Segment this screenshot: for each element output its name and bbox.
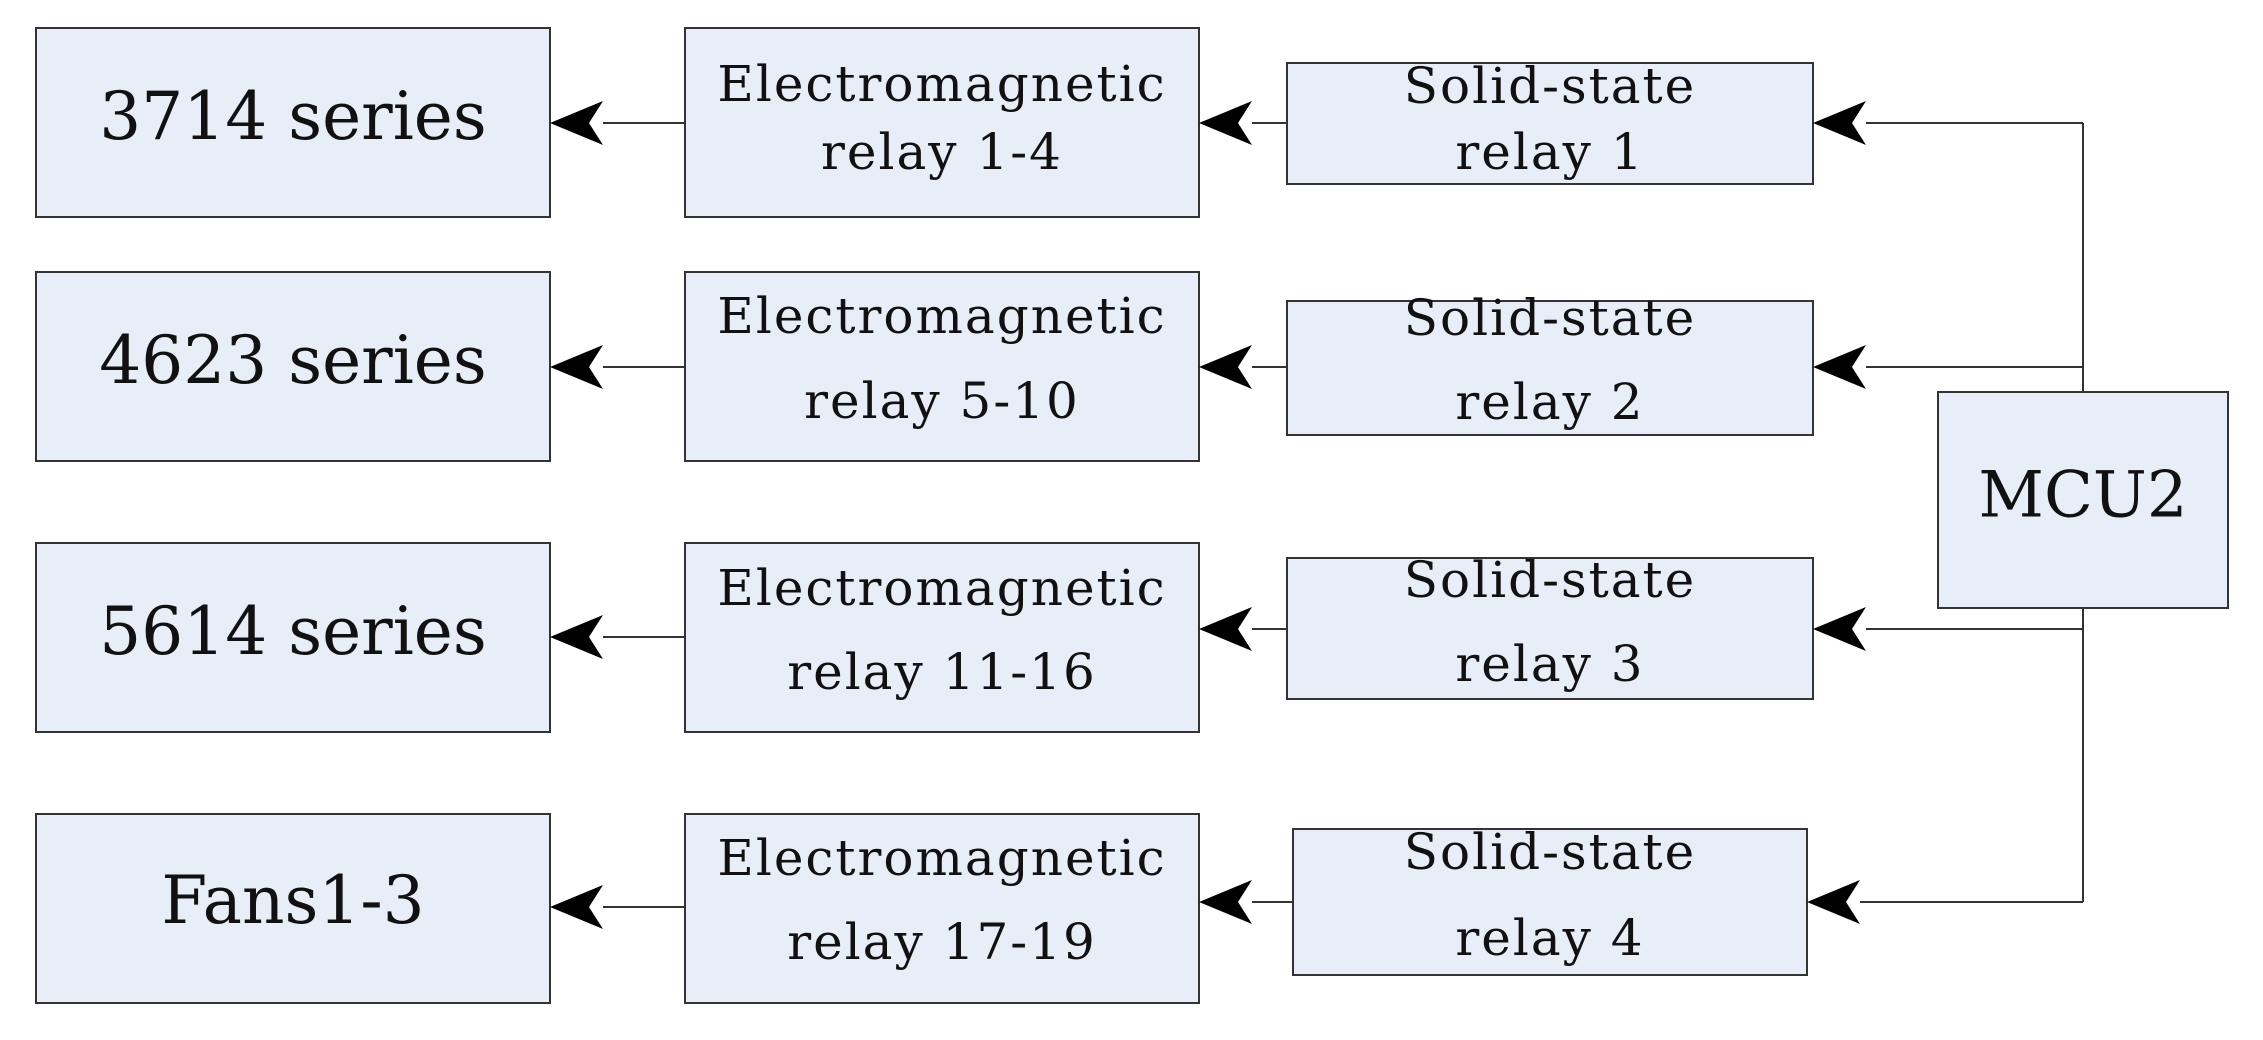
mcu-label: MCU2 — [1978, 459, 2187, 533]
ss-relay-label-line2: relay 3 — [1455, 635, 1644, 693]
ss-relay-label-line1: Solid-state — [1404, 289, 1696, 347]
ss-relay-box-1 — [1286, 62, 1814, 185]
ss-relay-box-3 — [1286, 557, 1814, 700]
arrowhead-icon — [1807, 880, 1860, 924]
arrowhead-icon — [1813, 607, 1866, 651]
row-3: 5614 series Electromagnetic relay 11-16 … — [35, 542, 2083, 733]
arrowhead-icon — [550, 101, 603, 145]
row-1: 3714 series Electromagnetic relay 1-4 So… — [35, 27, 2083, 218]
arrowhead-icon — [550, 615, 603, 659]
em-relay-box-5-10 — [684, 271, 1200, 462]
load-box-5614-series — [35, 542, 551, 733]
arrowhead-icon — [1199, 607, 1252, 651]
arrowhead-icon — [550, 885, 603, 929]
em-relay-label-line1: Electromagnetic — [717, 55, 1166, 113]
arrowhead-icon — [1813, 101, 1866, 145]
em-relay-label-line1: Electromagnetic — [717, 559, 1166, 617]
arrowhead-icon — [1813, 345, 1866, 389]
em-relay-label-line2: relay 17-19 — [787, 913, 1097, 971]
arrowhead-icon — [1199, 101, 1252, 145]
ss-relay-label-line2: relay 1 — [1455, 123, 1644, 181]
load-label: 4623 series — [99, 322, 486, 399]
arrowhead-icon — [1199, 880, 1252, 924]
row-2: 4623 series Electromagnetic relay 5-10 S… — [35, 271, 2083, 462]
ss-relay-box-2 — [1286, 300, 1814, 436]
em-relay-label-line1: Electromagnetic — [717, 287, 1166, 345]
em-relay-box-17-19 — [684, 813, 1200, 1004]
em-relay-label-line2: relay 11-16 — [787, 643, 1097, 701]
mcu-box — [1937, 391, 2229, 609]
em-relay-label-line1: Electromagnetic — [717, 829, 1166, 887]
ss-relay-label-line1: Solid-state — [1404, 823, 1696, 881]
em-relay-label-line2: relay 5-10 — [804, 372, 1080, 430]
load-box-3714-series — [35, 27, 551, 218]
arrowhead-icon — [550, 345, 603, 389]
ss-relay-label-line2: relay 2 — [1455, 373, 1644, 431]
mcu-block: MCU2 — [1937, 391, 2229, 609]
load-label: 3714 series — [99, 78, 486, 155]
load-label: 5614 series — [99, 593, 486, 670]
load-box-fans-1-3 — [35, 813, 551, 1004]
load-label: Fans1-3 — [161, 862, 424, 939]
em-relay-label-line2: relay 1-4 — [821, 123, 1063, 181]
em-relay-box-11-16 — [684, 542, 1200, 733]
ss-relay-label-line1: Solid-state — [1404, 57, 1696, 115]
ss-relay-label-line1: Solid-state — [1404, 551, 1696, 609]
row-4: Fans1-3 Electromagnetic relay 17-19 Soli… — [35, 813, 2083, 1004]
ss-relay-label-line2: relay 4 — [1455, 909, 1644, 967]
load-box-4623-series — [35, 271, 551, 462]
arrowhead-icon — [1199, 345, 1252, 389]
ss-relay-box-4 — [1292, 828, 1808, 976]
